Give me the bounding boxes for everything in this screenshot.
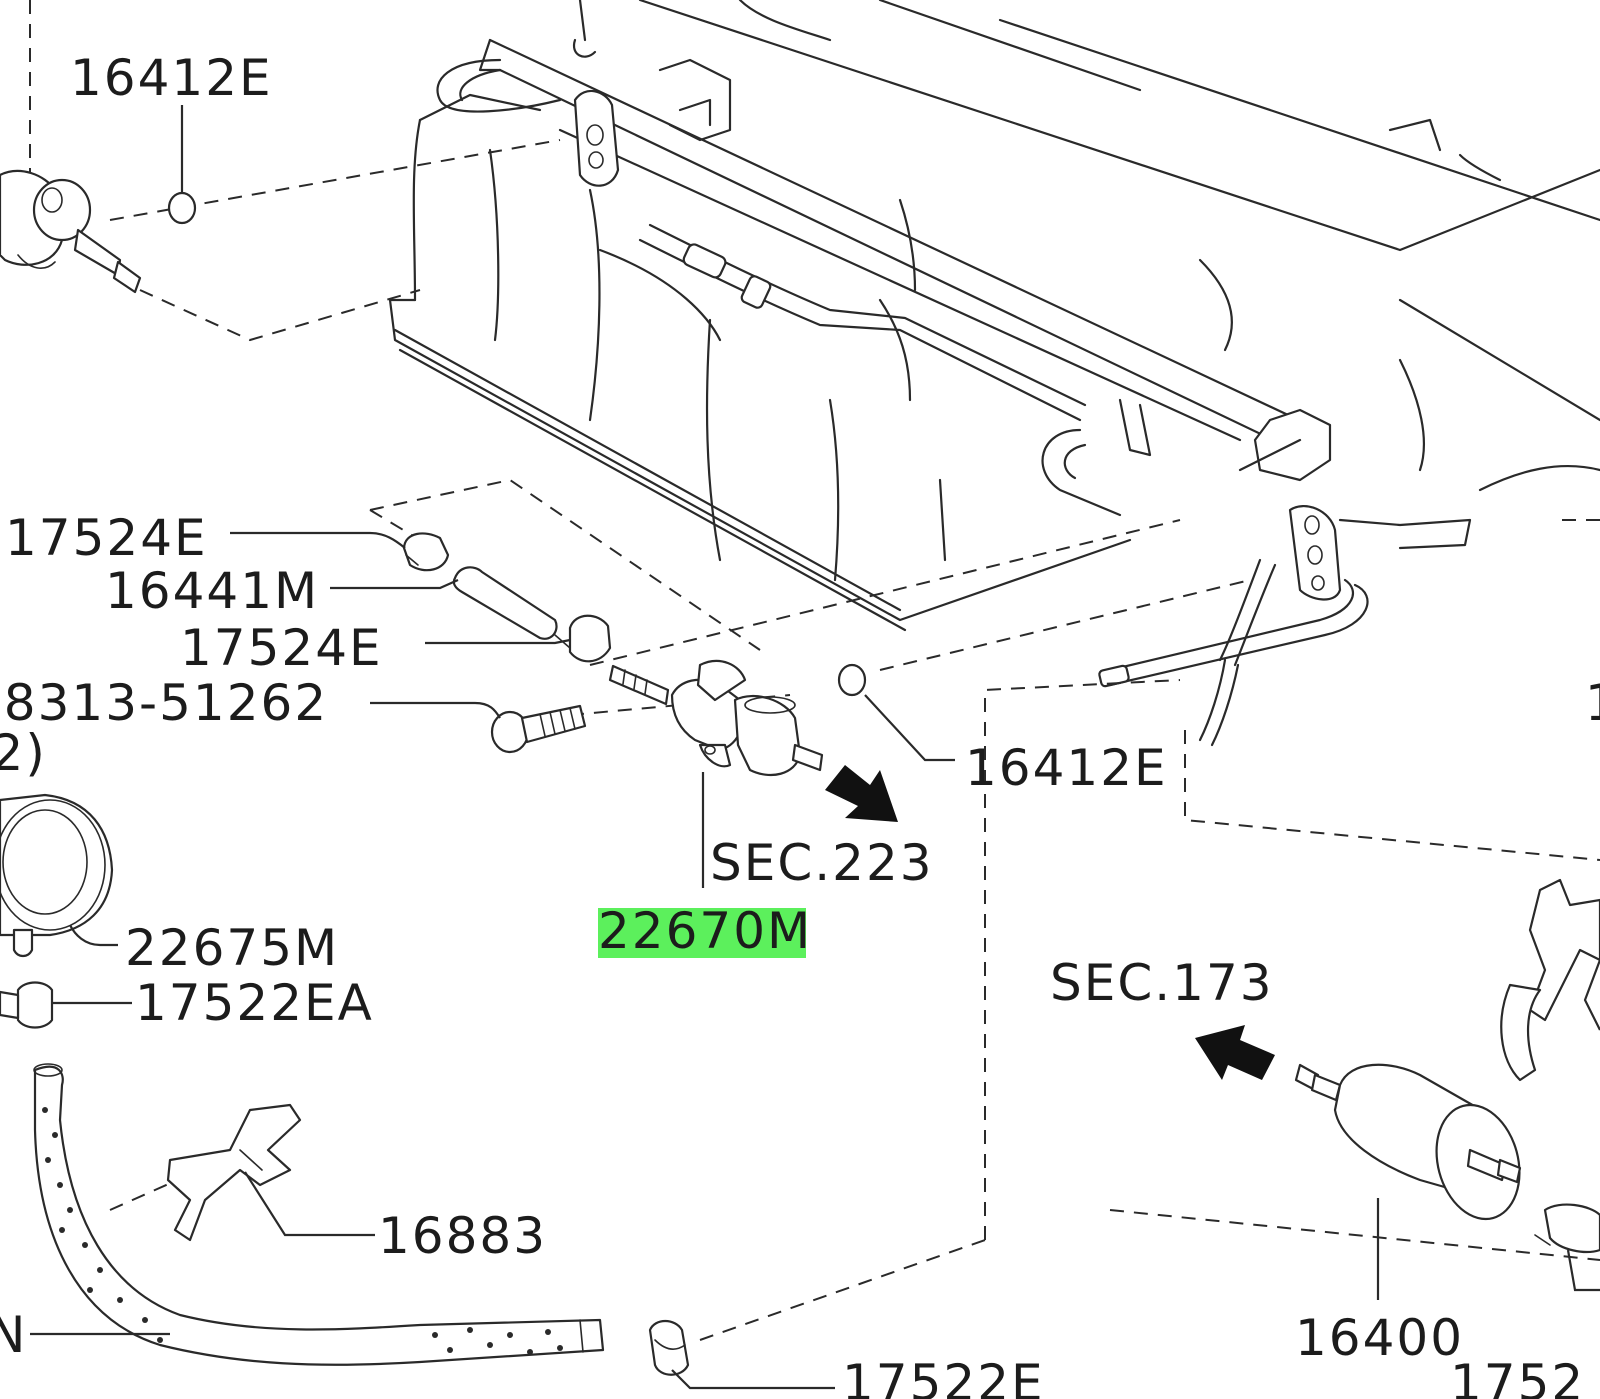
highlight-22670m bbox=[598, 908, 806, 958]
label-sec-173: SEC.173 bbox=[1050, 954, 1274, 1012]
label-16441m: 16441M bbox=[105, 562, 319, 620]
arrow-to-sec223 bbox=[825, 765, 898, 822]
label-sec-223: SEC.223 bbox=[710, 834, 934, 892]
arrow-to-sec173 bbox=[1195, 1025, 1275, 1080]
hose-clamp-b bbox=[554, 614, 612, 663]
label-1752-clip: 1752 bbox=[1450, 1354, 1585, 1399]
fuel-damper-top-left bbox=[0, 170, 142, 294]
canister bbox=[0, 793, 114, 958]
hose-clip bbox=[166, 1103, 302, 1242]
bolt bbox=[490, 704, 587, 754]
label-17524e-lower: 17524E bbox=[180, 619, 383, 677]
label-n: N bbox=[0, 1306, 27, 1364]
label-17522ea: 17522EA bbox=[135, 974, 374, 1032]
label-22670m: 22670M bbox=[598, 902, 812, 960]
hose-clamp-ea bbox=[0, 981, 54, 1029]
o-ring-mid bbox=[837, 663, 867, 697]
hose-clamp-a bbox=[402, 532, 450, 572]
o-ring-top bbox=[167, 191, 197, 225]
fuel-hose-long bbox=[33, 1063, 605, 1366]
label-1-edge: 1 bbox=[1585, 674, 1600, 732]
label-17522e: 17522E bbox=[842, 1354, 1045, 1399]
label-17524e-upper: 17524E bbox=[5, 509, 208, 567]
label-08313-51262: 08313-51262 bbox=[0, 674, 328, 732]
fuel-pressure-regulator bbox=[608, 659, 824, 777]
label-16412e-top: 16412E bbox=[70, 49, 273, 107]
label-22675m: 22675M bbox=[125, 919, 339, 977]
hose-clamp-bottom bbox=[648, 1319, 690, 1376]
leader-lines bbox=[30, 105, 1600, 1390]
fuel-hose-short bbox=[452, 566, 558, 640]
fuel-filter bbox=[1294, 1063, 1522, 1221]
label-16412e-mid: 16412E bbox=[965, 739, 1168, 797]
label-16400: 16400 bbox=[1295, 1309, 1464, 1367]
label-quantity-2: (2) bbox=[0, 724, 47, 782]
clip-right bbox=[1500, 878, 1600, 1254]
label-16883: 16883 bbox=[378, 1207, 547, 1265]
